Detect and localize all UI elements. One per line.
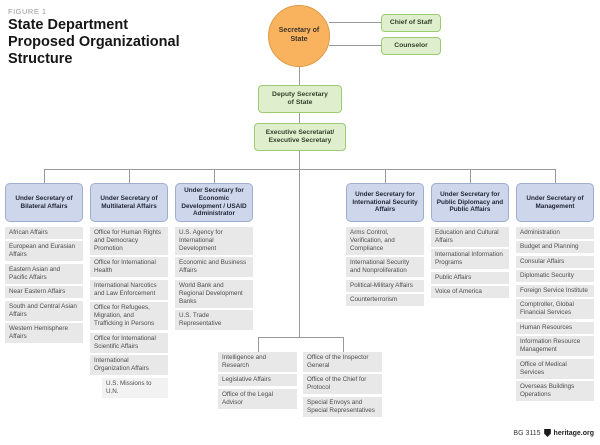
secretary-of-state-label: Secretary of State	[278, 27, 320, 43]
connector-line	[129, 169, 130, 183]
office-box: Intelligence and Research	[218, 352, 297, 372]
office-box: Human Resources	[516, 321, 594, 334]
secretary-of-state-node: Secretary of State	[268, 5, 330, 67]
column-public-diplomacy: Under Secretary for Public Diplomacy and…	[431, 183, 509, 299]
column-multilateral-affairs: Under Secretary of Multilateral Affairs …	[90, 183, 168, 398]
office-box: African Affairs	[5, 227, 83, 239]
counselor-box: Counselor	[381, 37, 441, 55]
connector-line	[258, 337, 344, 338]
staff-offices-right: Office of the Inspector General Office o…	[303, 352, 382, 417]
office-box: Education and Cultural Affairs	[431, 227, 509, 247]
office-box: Overseas Buildings Operations	[516, 381, 594, 402]
connector-line	[258, 337, 259, 352]
office-box: Diplomatic Security	[516, 270, 594, 283]
office-list: African Affairs European and Eurasian Af…	[5, 227, 83, 344]
office-box: Voice of America	[431, 286, 509, 299]
connector-line	[343, 337, 344, 352]
report-id: BG 3115	[513, 429, 541, 437]
executive-secretariat-box: Executive Secretariat/ Executive Secreta…	[254, 123, 346, 151]
connector-line	[385, 169, 386, 183]
site-link: heritage.org	[553, 429, 594, 437]
office-list: Administration Budget and Planning Consu…	[516, 227, 594, 402]
office-box: World Bank and Regional Development Bank…	[175, 279, 253, 308]
office-list: Education and Cultural Affairs Internati…	[431, 227, 509, 299]
office-box: U.S. Agency for International Developmen…	[175, 227, 253, 255]
office-box: Arms Control, Verification, and Complian…	[346, 227, 424, 255]
office-box: Office of the Chief for Protocol	[303, 374, 382, 395]
office-box: Legislative Affairs	[218, 374, 297, 387]
office-box: Administration	[516, 227, 594, 239]
office-box: Public Affairs	[431, 271, 509, 284]
deputy-secretary-box: Deputy Secretary of State	[258, 85, 342, 113]
connector-line	[44, 169, 45, 183]
office-box: Consular Affairs	[516, 255, 594, 268]
under-secretary-management-box: Under Secretary of Management	[516, 183, 594, 222]
office-list: U.S. Agency for International Developmen…	[175, 227, 253, 331]
office-box: International Information Programs	[431, 249, 509, 270]
office-box: Office of the Legal Advisor	[218, 388, 297, 409]
office-box: Comptroller, Global Financial Services	[516, 299, 594, 320]
office-box: International Security and Nonproliferat…	[346, 257, 424, 278]
office-box: Eastern Asian and Pacific Affairs	[5, 263, 83, 284]
office-box: Foreign Service Institute	[516, 284, 594, 297]
office-box: Office for International Health	[90, 257, 168, 278]
under-secretary-economic-box: Under Secretary for Economic Development…	[175, 183, 253, 222]
office-box: International Organization Affairs	[90, 355, 168, 376]
office-box: Near Eastern Affairs	[5, 286, 83, 299]
figure-label: FIGURE 1	[8, 7, 47, 16]
footer: BG 3115 heritage.org	[513, 429, 594, 437]
connector-line	[299, 151, 300, 337]
office-list: Arms Control, Verification, and Complian…	[346, 227, 424, 307]
connector-line	[299, 113, 300, 123]
page-title: State Department Proposed Organizational…	[8, 17, 180, 67]
office-box: European and Eurasian Affairs	[5, 241, 83, 262]
connector-line	[299, 66, 300, 85]
office-box: Office for International Scientific Affa…	[90, 332, 168, 353]
column-economic-development: Under Secretary for Economic Development…	[175, 183, 253, 331]
under-secretary-public-diplomacy-box: Under Secretary for Public Diplomacy and…	[431, 183, 509, 222]
connector-line	[470, 169, 471, 183]
office-box: Political-Military Affairs	[346, 279, 424, 292]
column-management: Under Secretary of Management Administra…	[516, 183, 594, 402]
office-box: Office of the Inspector General	[303, 352, 382, 372]
chief-of-staff-box: Chief of Staff	[381, 14, 441, 32]
office-box: Special Envoys and Special Representativ…	[303, 396, 382, 417]
connector-line	[44, 169, 556, 170]
office-box: U.S. Trade Representative	[175, 310, 253, 331]
staff-offices-left: Intelligence and Research Legislative Af…	[218, 352, 297, 409]
office-box: South and Central Asian Affairs	[5, 300, 83, 321]
column-international-security: Under Secretary for International Securi…	[346, 183, 424, 307]
under-secretary-security-box: Under Secretary for International Securi…	[346, 183, 424, 222]
office-box: Western Hemisphere Affairs	[5, 323, 83, 344]
sub-office-box: U.S. Missions to U.N.	[102, 377, 168, 398]
office-list: Office for Human Rights and Democracy Pr…	[90, 227, 168, 398]
under-secretary-multilateral-box: Under Secretary of Multilateral Affairs	[90, 183, 168, 222]
under-secretary-bilateral-box: Under Secretary of Bilateral Affairs	[5, 183, 83, 222]
office-box: Office for Refugees, Migration, and Traf…	[90, 302, 168, 331]
deputy-secretary-label: Deputy Secretary of State	[272, 90, 328, 106]
connector-line	[214, 169, 215, 183]
office-box: Office for Human Rights and Democracy Pr…	[90, 227, 168, 255]
office-box: International Narcotics and Law Enforcem…	[90, 279, 168, 300]
office-box: Budget and Planning	[516, 241, 594, 254]
column-bilateral-affairs: Under Secretary of Bilateral Affairs Afr…	[5, 183, 83, 344]
connector-line	[329, 45, 381, 46]
heritage-logo-icon	[543, 429, 551, 437]
connector-line	[555, 169, 556, 183]
office-box: Office of Medical Services	[516, 358, 594, 379]
connector-line	[329, 22, 381, 23]
office-box: Economic and Business Affairs	[175, 257, 253, 278]
office-box: Information Resource Management	[516, 336, 594, 357]
office-box: Counterterrorism	[346, 294, 424, 307]
